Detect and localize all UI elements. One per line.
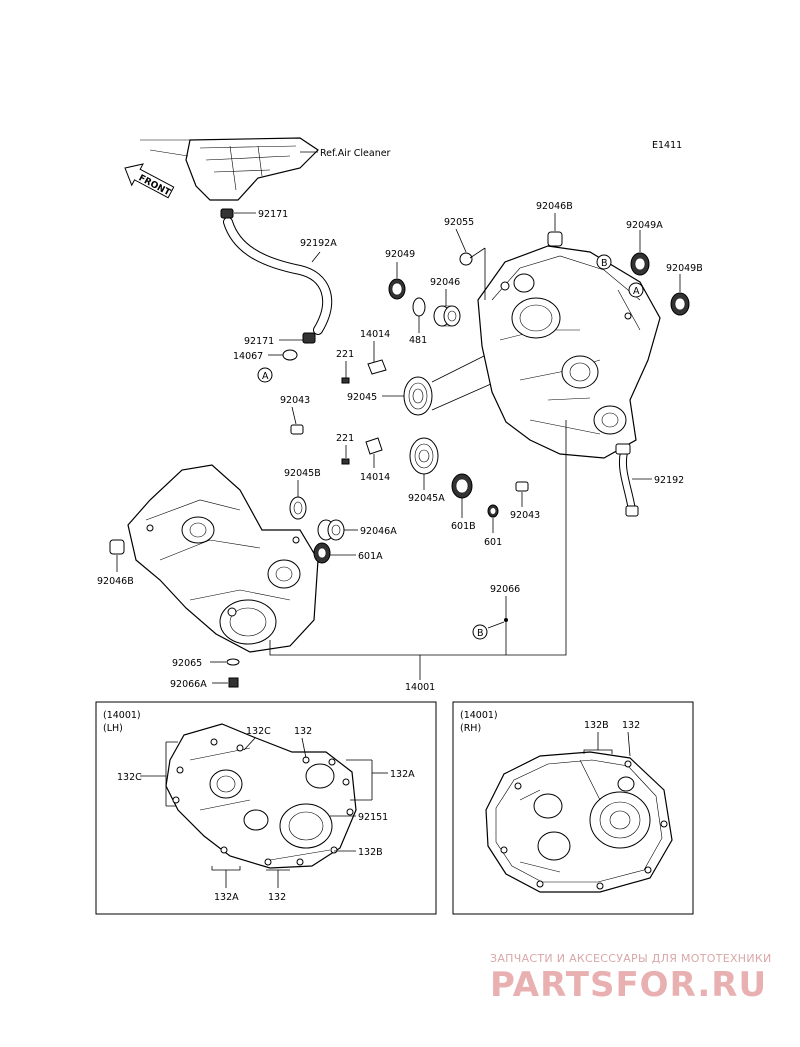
crankcase-rh — [477, 245, 661, 459]
inset-rh-frame — [452, 701, 694, 915]
crankcase-lh-detail — [165, 723, 357, 869]
ref-b-bottom — [472, 624, 488, 640]
label-601: 601 — [484, 537, 502, 548]
label-92049B: 92049B — [666, 263, 703, 274]
svg-text:A: A — [633, 286, 640, 297]
breather-fitting — [282, 349, 298, 361]
needle-bearing-92046 — [433, 305, 461, 327]
inset-lh-label-132-top: 132 — [294, 726, 312, 737]
crankcase-lh — [127, 464, 319, 653]
label-14067: 14067 — [233, 351, 263, 362]
bearing-92046B-top — [547, 231, 563, 247]
label-92049A: 92049A — [626, 220, 663, 231]
inset-lh-title1: (14001) — [103, 710, 141, 721]
pin-92043-right — [515, 481, 529, 492]
label-481: 481 — [409, 335, 427, 346]
label-92045: 92045 — [347, 392, 377, 403]
circlip-481 — [412, 297, 426, 317]
inset-lh-label-132A-right: 132A — [390, 769, 415, 780]
front-arrow: FRONT — [124, 163, 175, 199]
label-601B: 601B — [451, 521, 476, 532]
label-221-top: 221 — [336, 349, 354, 360]
ref-a-right — [628, 282, 644, 298]
label-221-bottom: 221 — [336, 433, 354, 444]
label-92046: 92046 — [430, 277, 460, 288]
label-14001: 14001 — [405, 682, 435, 693]
breather-hose — [223, 217, 332, 335]
air-cleaner-housing — [140, 137, 319, 201]
inset-lh-label-132B: 132B — [358, 847, 383, 858]
label-601A: 601A — [358, 551, 383, 562]
clamp-bottom — [302, 332, 316, 344]
label-92065: 92065 — [172, 658, 202, 669]
label-92171-bottom: 92171 — [244, 336, 274, 347]
inset-lh-label-132C-top: 132C — [246, 726, 271, 737]
label-92049: 92049 — [385, 249, 415, 260]
label-92192A: 92192A — [300, 238, 337, 249]
label-ref-air-cleaner: Ref.Air Cleaner — [320, 148, 391, 159]
label-92066A: 92066A — [170, 679, 207, 690]
plug-92066A — [228, 677, 239, 688]
inset-rh-label-132B: 132B — [584, 720, 609, 731]
label-92066: 92066 — [490, 584, 520, 595]
plate-14014-top — [367, 359, 387, 375]
inset-lh-frame — [95, 701, 437, 915]
inset-rh-title2: (RH) — [460, 723, 481, 734]
label-14014-top: 14014 — [360, 329, 390, 340]
label-92043-left: 92043 — [280, 395, 310, 406]
clamp-top — [220, 208, 234, 219]
watermark-tagline: ЗАПЧАСТИ И АКСЕССУАРЫ ДЛЯ МОТОТЕХНИКИ — [490, 952, 772, 965]
label-14014-bottom: 14014 — [360, 472, 390, 483]
svg-text:B: B — [477, 628, 484, 639]
label-92043-right: 92043 — [510, 510, 540, 521]
svg-text:B: B — [601, 258, 608, 269]
diagram-code: E1411 — [652, 140, 682, 151]
label-92046B-left: 92046B — [97, 576, 134, 587]
oil-seal-92049A — [630, 252, 650, 276]
watermark-logo: PARTSFOR.RU — [490, 965, 767, 1005]
label-92045B: 92045B — [284, 468, 321, 479]
bearing-92046B-left — [109, 539, 125, 555]
seal-601 — [487, 504, 499, 518]
label-92046A: 92046A — [360, 526, 397, 537]
plate-14014-bottom — [365, 437, 383, 455]
label-92192: 92192 — [654, 475, 684, 486]
label-92045A: 92045A — [408, 493, 445, 504]
bolt-221-bottom — [341, 458, 350, 465]
svg-text:A: A — [262, 371, 269, 382]
label-92171-top: 92171 — [258, 209, 288, 220]
oil-seal-92049 — [388, 278, 406, 300]
bearing-92045A — [409, 437, 439, 475]
inset-lh-label-132C-left: 132C — [117, 772, 142, 783]
inset-lh-label-132A-bottom: 132A — [214, 892, 239, 903]
ref-b-top — [596, 254, 612, 270]
inset-rh-title1: (14001) — [460, 710, 498, 721]
ref-a-left — [257, 367, 273, 383]
needle-bearing-92046A — [317, 519, 345, 541]
crankcase-rh-detail — [485, 751, 673, 893]
inset-lh-label-92151: 92151 — [358, 812, 388, 823]
inset-lh-label-132-bottom: 132 — [268, 892, 286, 903]
seal-601B — [451, 473, 473, 499]
bolt-221-top — [341, 377, 350, 384]
o-ring-92055 — [459, 252, 473, 266]
inset-lh-title2: (LH) — [103, 723, 123, 734]
seal-601A — [313, 542, 331, 564]
bearing-92045B — [289, 496, 307, 520]
inset-rh-label-132: 132 — [622, 720, 640, 731]
washer-92065 — [226, 658, 240, 666]
bearing-92045 — [403, 376, 433, 416]
pin-92043-left — [290, 424, 304, 435]
label-92055: 92055 — [444, 217, 474, 228]
oil-seal-92049B — [670, 292, 690, 316]
label-92046B-top: 92046B — [536, 201, 573, 212]
hose-92192 — [615, 443, 639, 517]
bracket-14001 — [269, 420, 567, 656]
